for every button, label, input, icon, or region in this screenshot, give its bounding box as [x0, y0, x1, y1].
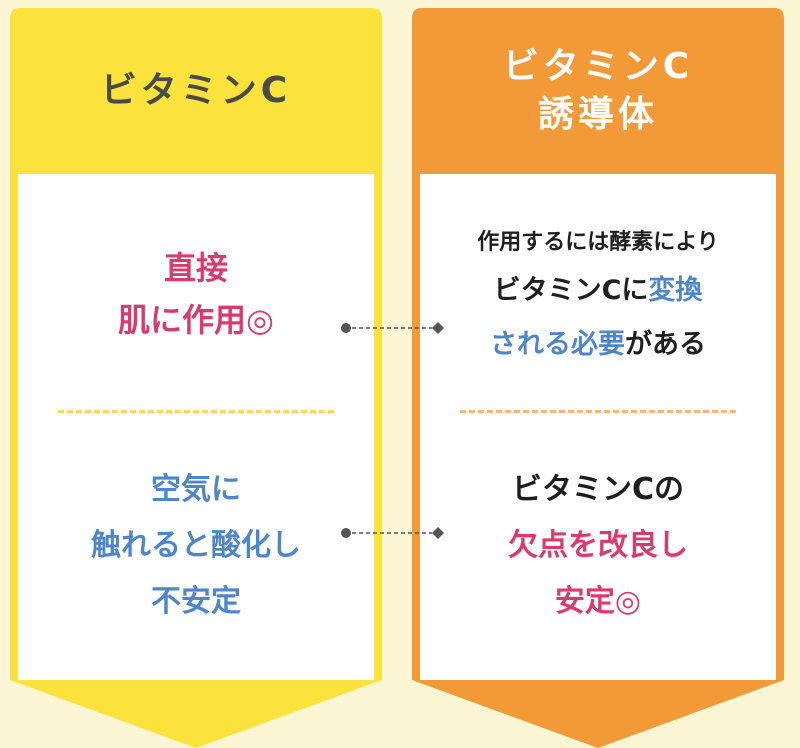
dashed-separator — [58, 410, 334, 413]
text-line: 作用するには酵素により — [477, 230, 719, 255]
highlight-segment: 変換 — [648, 275, 703, 306]
text-line: 直接 — [163, 249, 228, 287]
highlight-segment: される必要 — [490, 329, 625, 360]
header-line: ビタミンC — [502, 46, 694, 87]
stable-text: ビタミンCの 欠点を改良し 安定◎ — [420, 456, 776, 636]
vitamin-c-body: 直接 肌に作用◎ 空気に 触れると酸化し 不安定 — [18, 174, 374, 680]
text-line: ビタミンCの — [511, 472, 685, 507]
text-line: 不安定 — [151, 584, 241, 619]
text-line: 触れると酸化し — [91, 528, 301, 563]
text-line: される必要がある — [490, 318, 706, 372]
direct-action-text: 直接 肌に作用◎ — [18, 214, 374, 374]
bottom-dotted-connector — [341, 527, 444, 539]
text-line: 安定◎ — [554, 584, 642, 619]
vitamin-c-derivative-column: ビタミンC 誘導体 作用するには酵素により ビタミンCに変換 される必要がある … — [412, 8, 784, 748]
text-line: ビタミンCに変換 — [494, 264, 703, 318]
vitamin-c-derivative-body: 作用するには酵素により ビタミンCに変換 される必要がある ビタミンCの 欠点を… — [420, 174, 776, 680]
text-line: 空気に — [151, 472, 241, 507]
vitamin-c-column: ビタミンC 直接 肌に作用◎ 空気に 触れると酸化し 不安定 — [10, 8, 382, 748]
text-segment: がある — [625, 329, 706, 360]
connector-diamond — [432, 322, 444, 334]
connector-dot — [341, 528, 351, 538]
header-line: 誘導体 — [537, 94, 658, 135]
top-dotted-connector — [341, 322, 444, 334]
vitamin-c-derivative-header: ビタミンC 誘導体 — [412, 8, 784, 174]
text-line: 欠点を改良し — [508, 528, 688, 563]
dashed-separator — [460, 410, 736, 413]
connector-diamond — [432, 527, 444, 539]
connector-dot — [341, 323, 351, 333]
vitamin-c-header: ビタミンC — [10, 8, 382, 174]
text-line: 肌に作用◎ — [118, 301, 274, 339]
unstable-text: 空気に 触れると酸化し 不安定 — [18, 456, 374, 636]
header-line: ビタミンC — [100, 70, 292, 111]
enzyme-conversion-text: 作用するには酵素により ビタミンCに変換 される必要がある — [420, 212, 776, 382]
text-segment: ビタミンCに — [493, 275, 649, 306]
